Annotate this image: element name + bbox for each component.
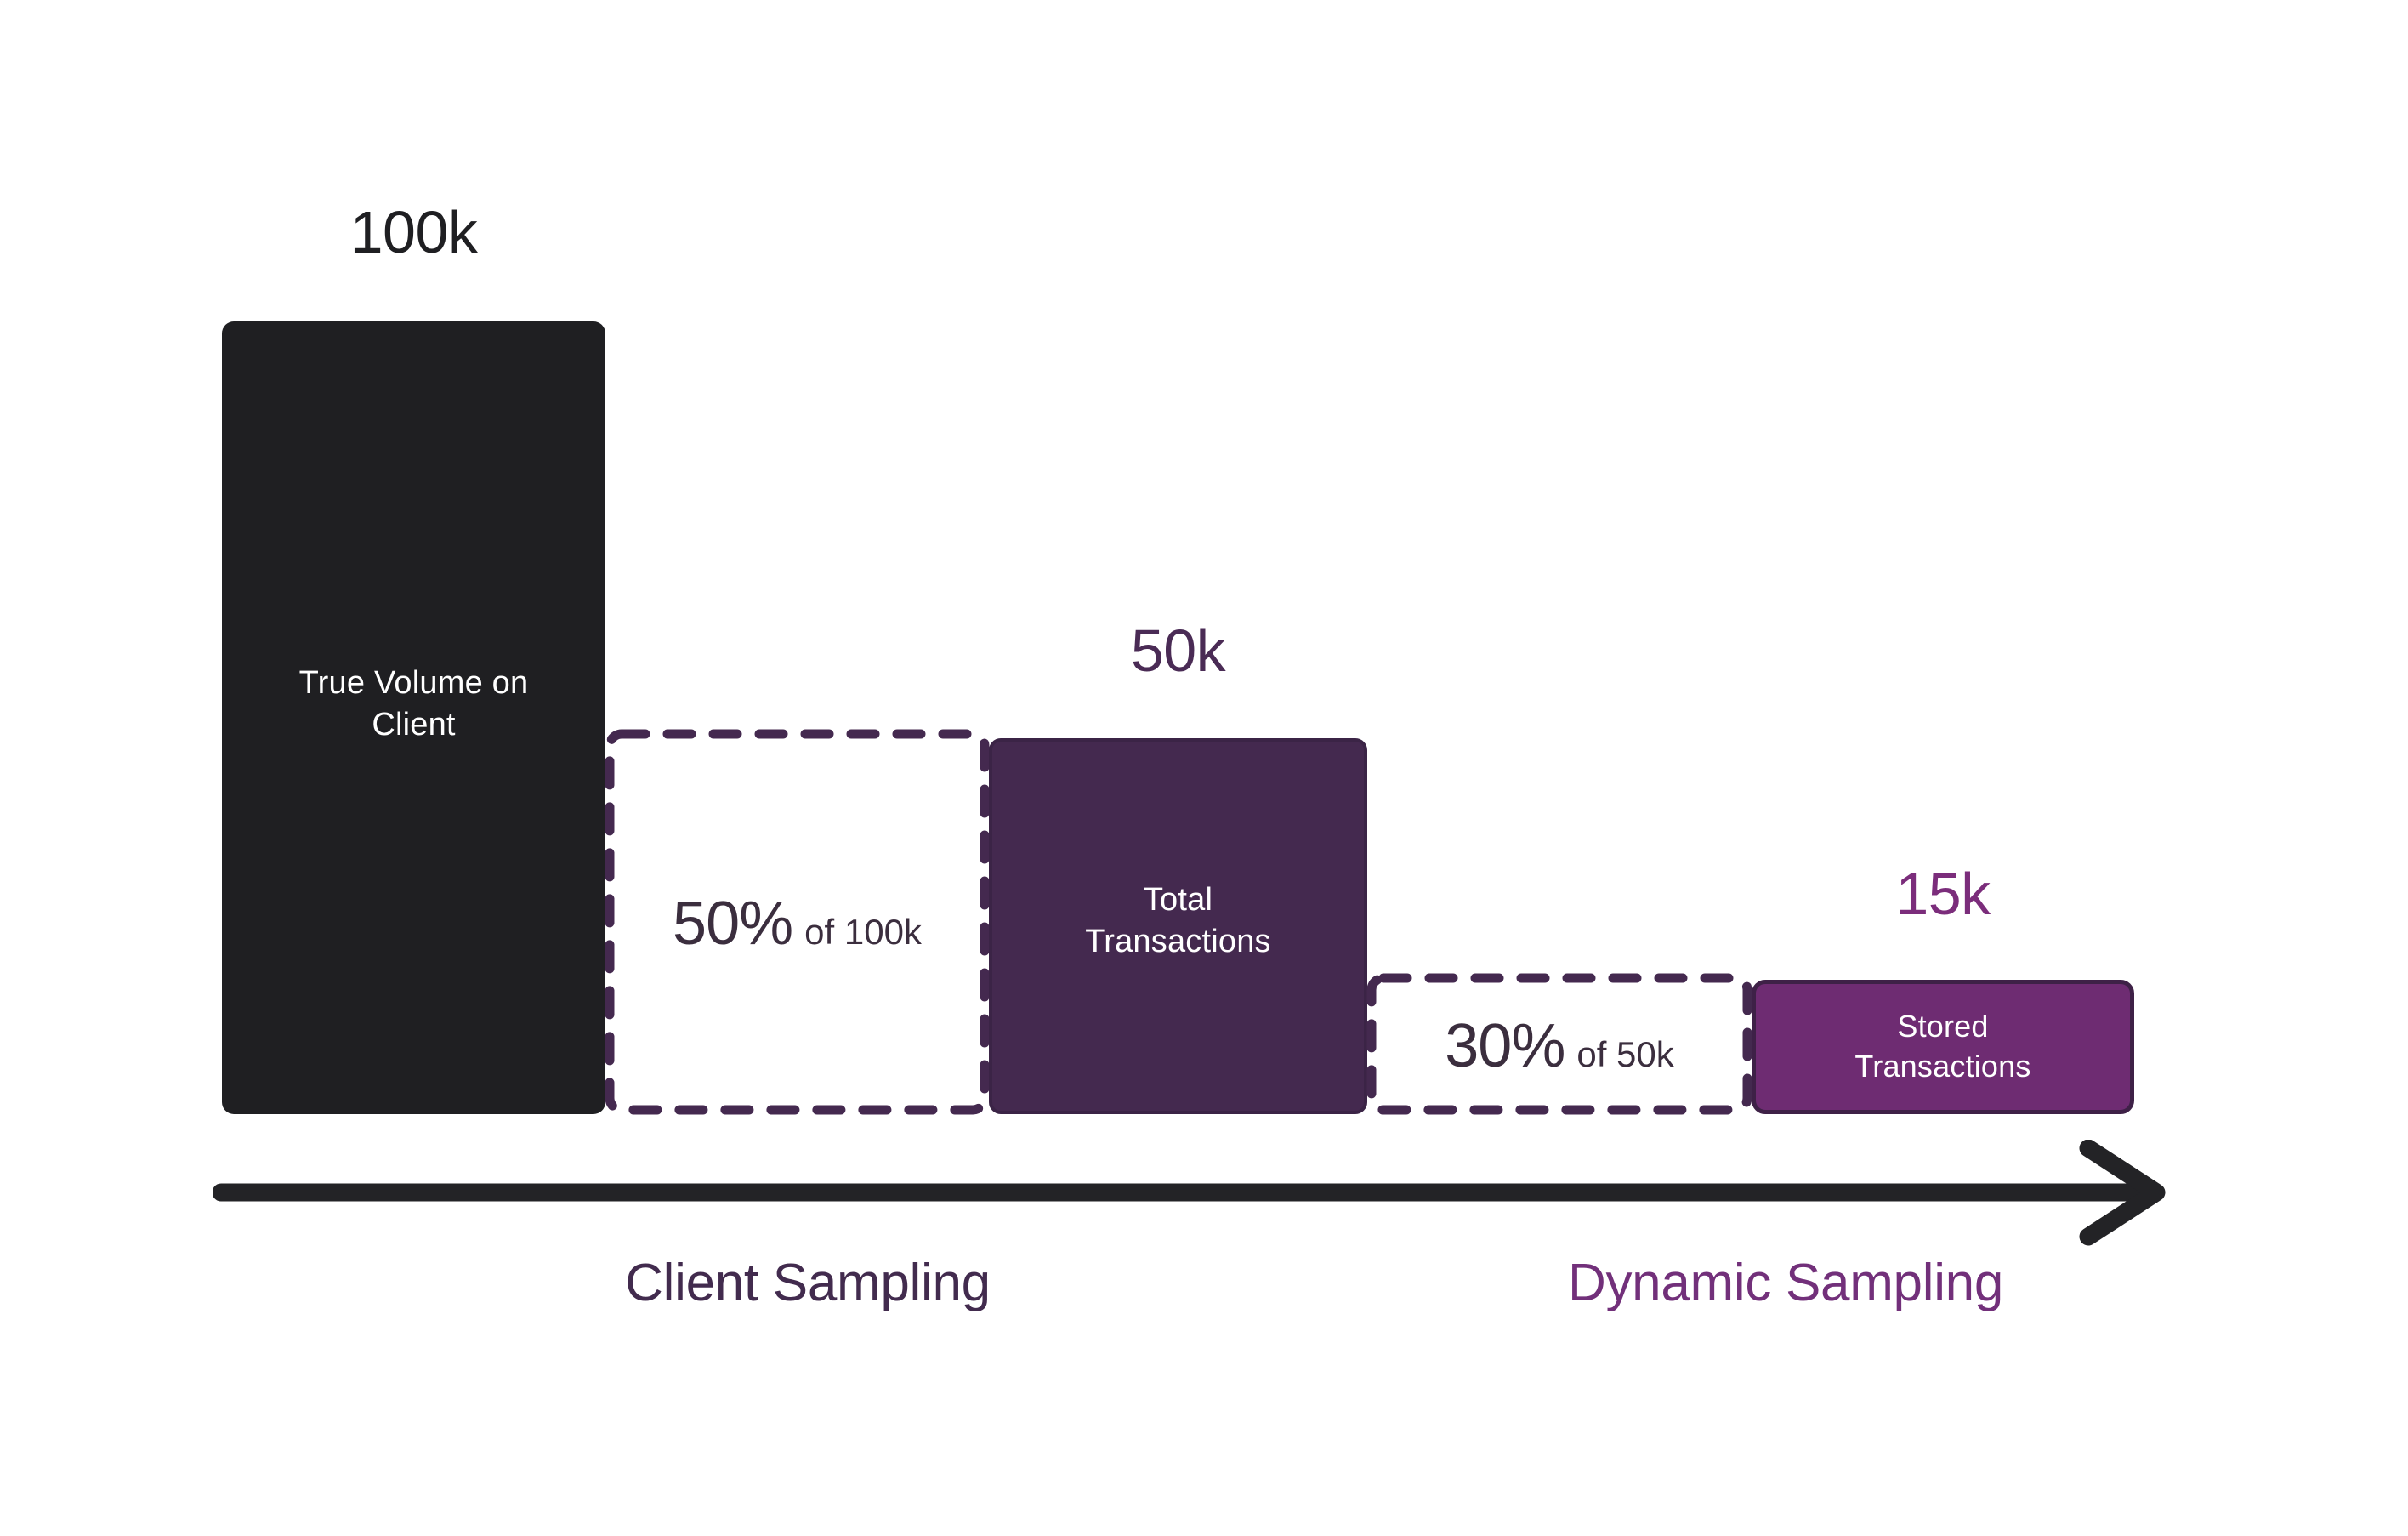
dynamic-sampling-rate: 30% of 50k bbox=[1445, 1015, 1674, 1077]
dashed-rect-dynamic-sampling bbox=[1367, 974, 1752, 1114]
bar-true-volume-on-client: True Volume on Client bbox=[222, 321, 605, 1114]
dynamic-sampling-percent: 30% bbox=[1445, 1011, 1565, 1080]
client-sampling-of-label: of 100k bbox=[804, 912, 922, 952]
value-label-total-transactions: 50k bbox=[1130, 617, 1226, 684]
bar-true-volume-caption-line1: True Volume on bbox=[298, 664, 529, 701]
dashed-box-dynamic-sampling: 30% of 50k bbox=[1367, 974, 1752, 1114]
client-sampling-rate: 50% of 100k bbox=[673, 893, 922, 954]
bar-total-transactions: Total Transactions bbox=[989, 738, 1367, 1114]
dashed-box-client-sampling: 50% of 100k bbox=[605, 730, 989, 1114]
value-label-stored-transactions: 15k bbox=[1895, 861, 1991, 927]
caption-dynamic-sampling: Dynamic Sampling bbox=[1567, 1254, 2004, 1312]
client-sampling-percent: 50% bbox=[673, 890, 793, 958]
bar-stored-transactions-caption-line2: Transactions bbox=[1854, 1049, 2031, 1084]
dashed-rect-client-sampling bbox=[605, 730, 989, 1114]
value-label-true-volume: 100k bbox=[349, 199, 478, 265]
bar-stored-transactions: Stored Transactions bbox=[1752, 980, 2134, 1114]
flow-arrow-icon bbox=[213, 1140, 2166, 1246]
caption-client-sampling: Client Sampling bbox=[625, 1254, 991, 1312]
bar-true-volume-caption-line2: Client bbox=[372, 707, 456, 742]
bar-total-transactions-caption-line2: Transactions bbox=[1085, 924, 1271, 959]
dynamic-sampling-of-label: of 50k bbox=[1576, 1033, 1674, 1074]
bar-total-transactions-caption-line1: Total bbox=[1143, 881, 1213, 918]
bar-total-transactions-caption: Total Transactions bbox=[1034, 879, 1323, 964]
bar-stored-transactions-caption: Stored Transactions bbox=[1781, 1007, 2104, 1087]
bar-true-volume-caption: True Volume on Client bbox=[261, 663, 567, 747]
bar-stored-transactions-caption-line1: Stored bbox=[1897, 1009, 1989, 1044]
